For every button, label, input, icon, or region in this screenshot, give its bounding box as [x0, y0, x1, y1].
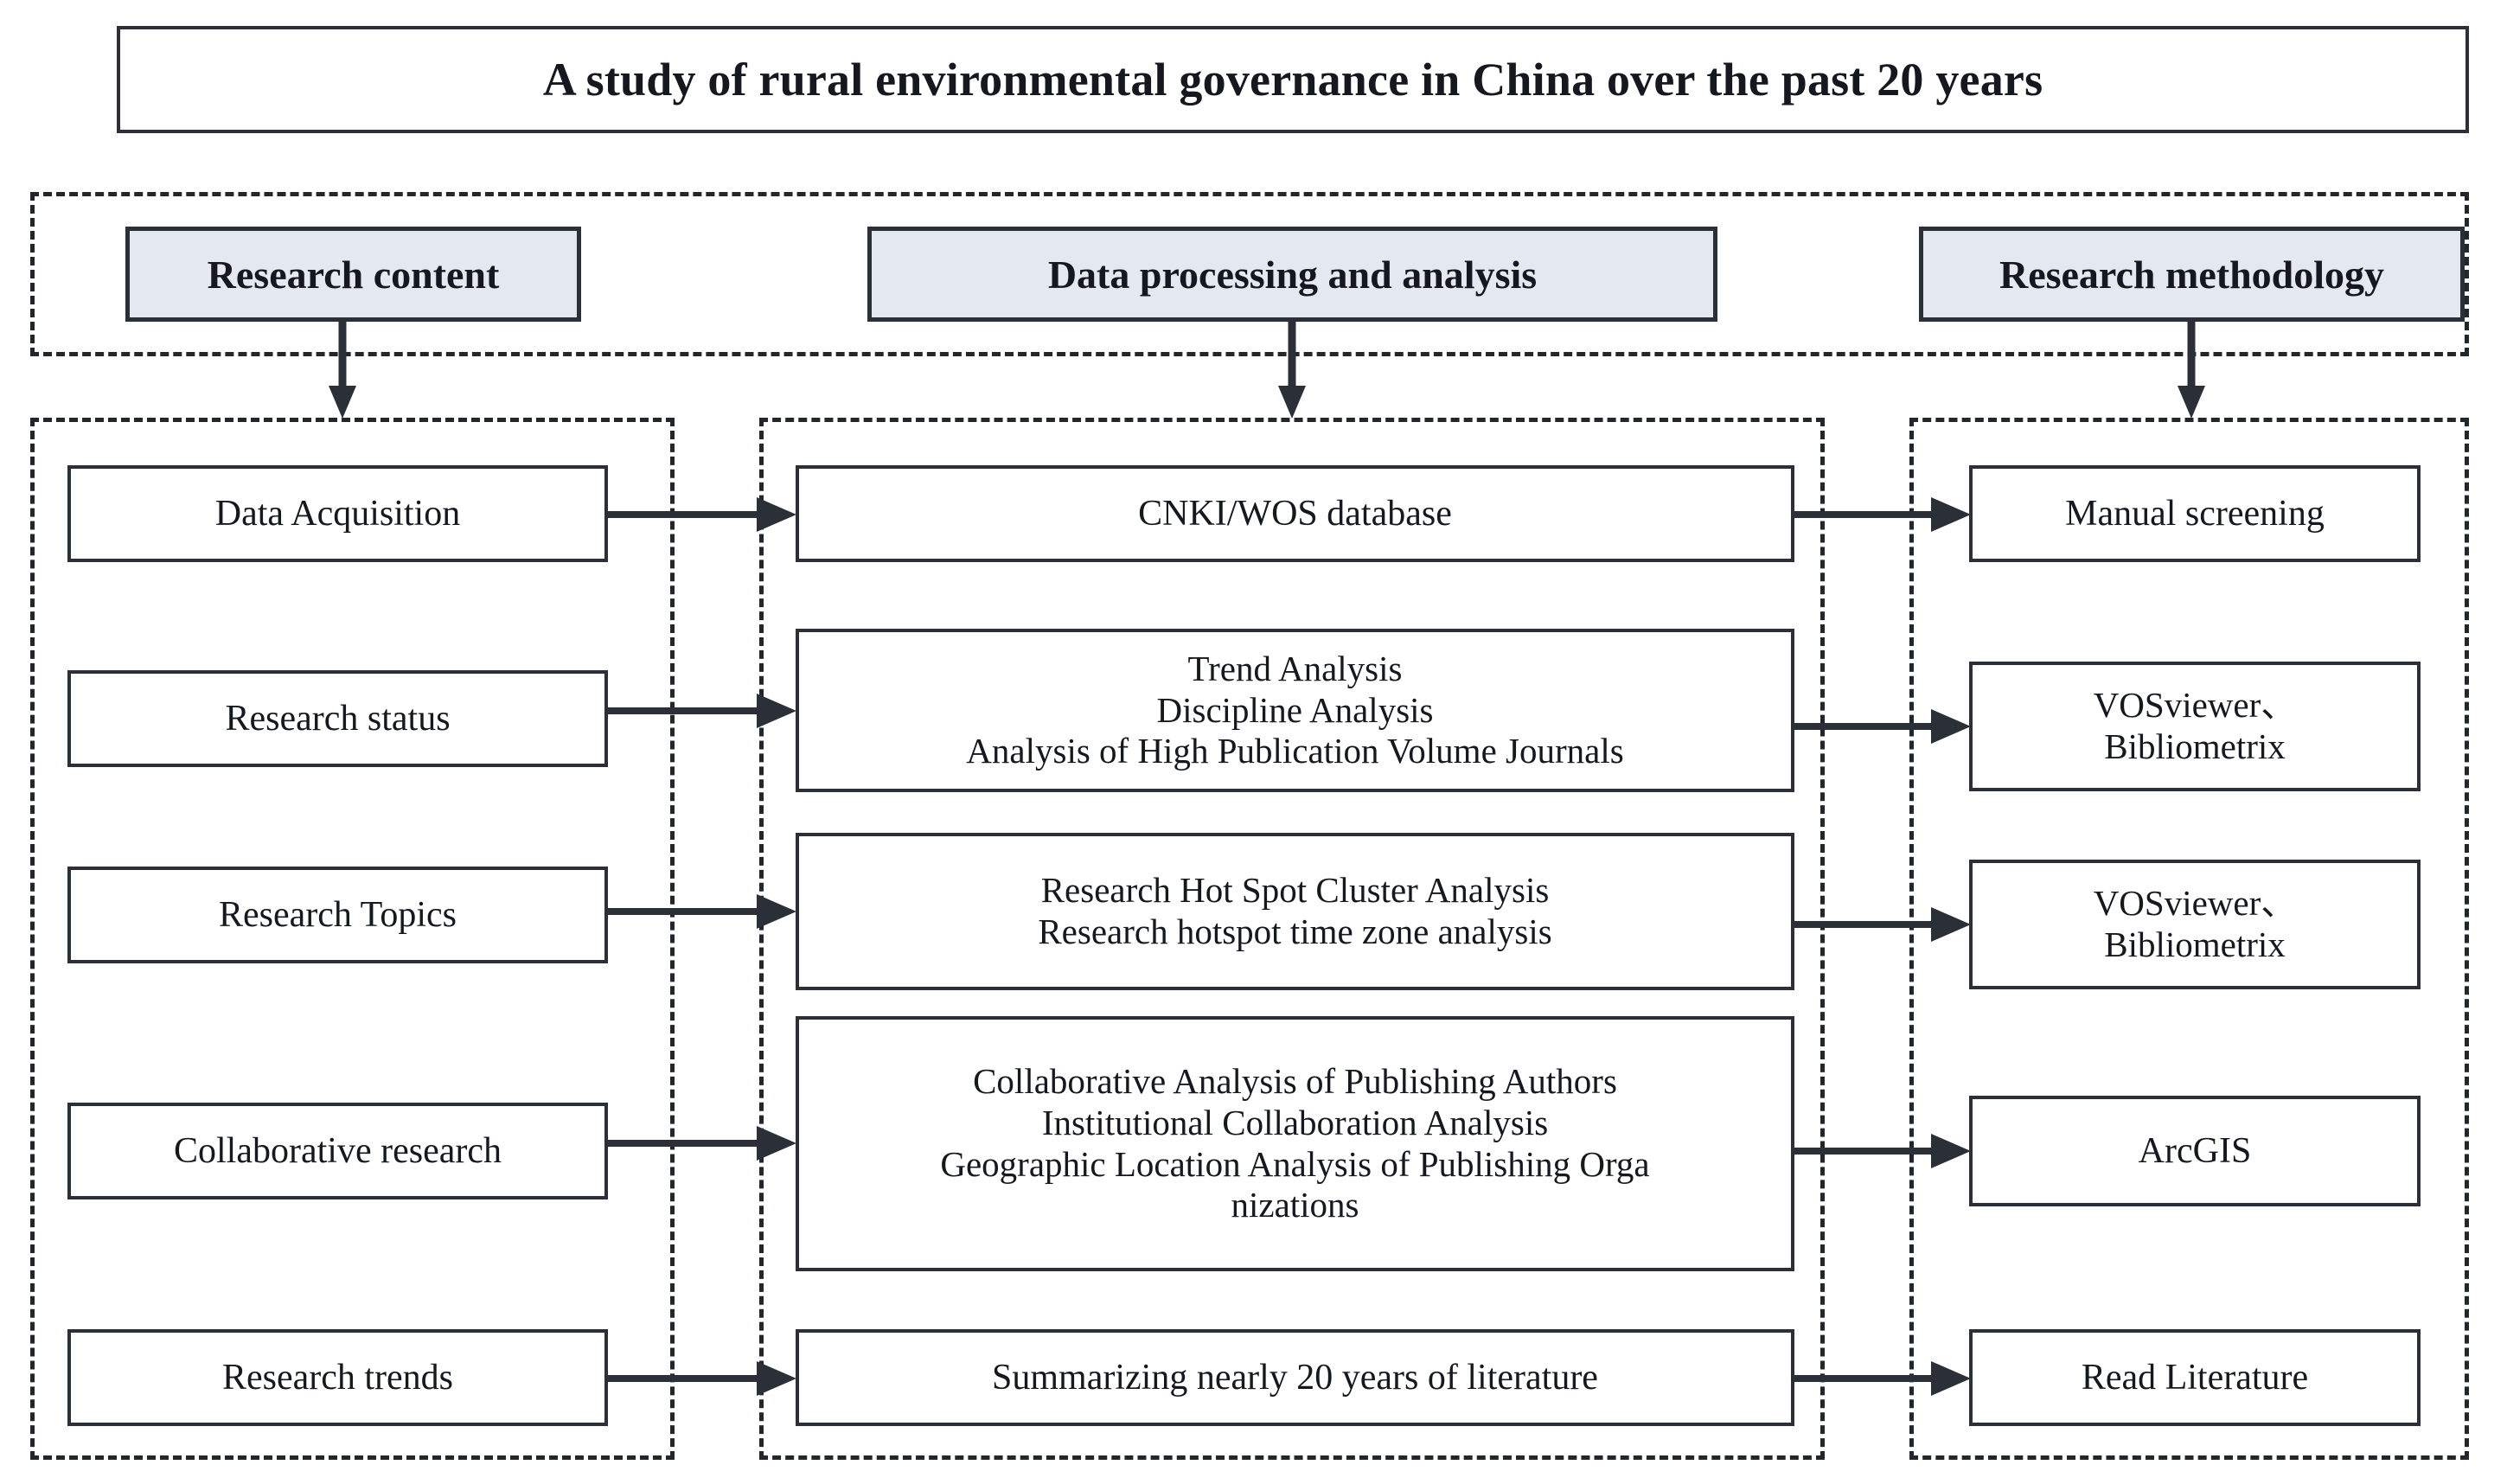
column-container-research-methodology	[1909, 418, 2469, 1460]
column-container-research-content	[30, 418, 675, 1460]
node-line: Geographic Location Analysis of Publishi…	[940, 1143, 1650, 1184]
node-line: VOSviewer、	[2093, 883, 2297, 924]
node-line: Data Acquisition	[214, 493, 461, 534]
node-collaboration-analyses[interactable]: Collaborative Analysis of Publishing Aut…	[796, 1016, 1794, 1271]
node-manual-screening[interactable]: Manual screening	[1969, 465, 2421, 562]
node-line: Research trends	[221, 1357, 454, 1398]
node-collaborative-research[interactable]: Collaborative research	[67, 1103, 608, 1199]
node-line: ArcGIS	[2138, 1130, 2252, 1171]
diagram-title-text: A study of rural environmental governanc…	[542, 54, 2043, 106]
node-line: CNKI/WOS database	[1138, 493, 1452, 534]
node-line: Collaborative research	[174, 1130, 502, 1171]
node-line: Bibliometrix	[2104, 726, 2286, 766]
node-line: Research Topics	[218, 894, 457, 935]
node-line: Institutional Collaboration Analysis	[1041, 1102, 1549, 1142]
node-vosviewer-bibliometrix-topics[interactable]: VOSviewer、 Bibliometrix	[1969, 860, 2421, 989]
node-data-acquisition[interactable]: Data Acquisition	[67, 465, 608, 562]
node-read-literature[interactable]: Read Literature	[1969, 1329, 2421, 1426]
node-line: VOSviewer、	[2093, 685, 2297, 726]
header-label-data-processing: Data processing and analysis	[1047, 252, 1538, 297]
header-label-research-content: Research content	[207, 252, 500, 297]
header-label-research-methodology: Research methodology	[1999, 252, 2385, 297]
node-line: Collaborative Analysis of Publishing Aut…	[973, 1061, 1617, 1102]
node-research-trends[interactable]: Research trends	[67, 1329, 608, 1426]
node-status-analyses[interactable]: Trend Analysis Discipline Analysis Analy…	[796, 629, 1794, 792]
node-research-status[interactable]: Research status	[67, 670, 608, 767]
node-line: Research status	[225, 698, 451, 739]
node-vosviewer-bibliometrix-status[interactable]: VOSviewer、 Bibliometrix	[1969, 662, 2421, 791]
node-line: Research Hot Spot Cluster Analysis	[1040, 870, 1550, 911]
node-cnki-wos-database[interactable]: CNKI/WOS database	[796, 465, 1794, 562]
node-line: Read Literature	[2081, 1357, 2309, 1398]
node-arcgis[interactable]: ArcGIS	[1969, 1096, 2421, 1206]
node-line: Trend Analysis	[1187, 649, 1403, 689]
diagram-title-box: A study of rural environmental governanc…	[117, 26, 2469, 133]
node-line: Analysis of High Publication Volume Jour…	[966, 731, 1624, 771]
node-line: Discipline Analysis	[1156, 689, 1434, 730]
node-research-topics[interactable]: Research Topics	[67, 867, 608, 963]
column-container-data-processing	[759, 418, 1825, 1460]
node-line: Research hotspot time zone analysis	[1038, 912, 1552, 951]
header-box-research-content[interactable]: Research content	[125, 227, 581, 322]
node-line: Bibliometrix	[2104, 924, 2286, 964]
header-box-data-processing[interactable]: Data processing and analysis	[867, 227, 1717, 322]
header-group-container	[30, 192, 2469, 356]
node-line: Manual screening	[2065, 493, 2325, 534]
node-line: Summarizing nearly 20 years of literatur…	[992, 1357, 1598, 1398]
node-summarizing-literature[interactable]: Summarizing nearly 20 years of literatur…	[796, 1329, 1794, 1426]
header-box-research-methodology[interactable]: Research methodology	[1919, 227, 2465, 322]
node-topic-analyses[interactable]: Research Hot Spot Cluster Analysis Resea…	[796, 833, 1794, 990]
node-line: nizations	[1231, 1185, 1359, 1225]
